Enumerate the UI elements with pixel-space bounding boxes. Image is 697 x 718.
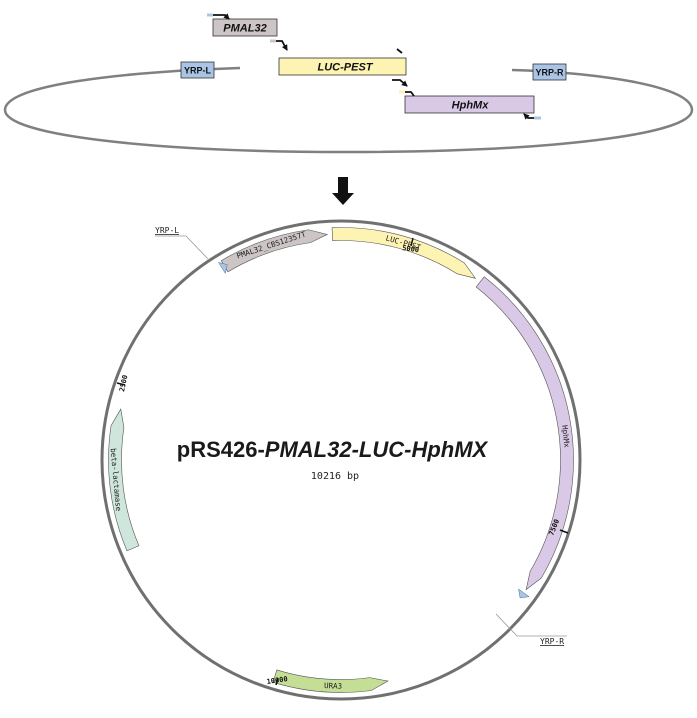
yrp-l-callout-label: YRP-L: [155, 226, 179, 235]
forward-primer-arrow-icon: [405, 91, 415, 97]
pmal32-fragment-label: PMAL32: [223, 23, 266, 35]
ura3-feature-arc: [272, 669, 389, 693]
tick-label-10000: 10000: [266, 675, 288, 686]
hphmx-fragment: HphMx: [399, 90, 541, 120]
forward-primer-arrow-icon: [392, 79, 408, 87]
yrp-l-label: YRP-L: [184, 66, 212, 76]
pmal32-feature-arc: [220, 229, 329, 273]
yrp-r-arm: YRP-R: [532, 63, 567, 81]
yrp-r-label: YRP-R: [535, 68, 564, 78]
primer-arrow-icon: [396, 48, 403, 54]
luc-pest-fragment-label: LUC-PEST: [318, 62, 374, 74]
plasmid-title-italic: PMAL32-LUC-HphMX: [265, 437, 489, 462]
tick-5000: [410, 237, 414, 247]
hphmx-feature-arc: [475, 276, 574, 591]
vector-backbone: [3, 66, 694, 154]
reverse-primer-arrow-icon: [276, 40, 288, 51]
yrp-r-marker: [518, 588, 530, 599]
luc-pest-feature: LUC-PEST: [331, 227, 477, 279]
down-arrow-icon: [332, 177, 354, 205]
hphmx-fragment-label: HphMx: [452, 100, 490, 112]
yrp-l-arm: YRP-L: [180, 61, 215, 79]
ura3-feature: URA3: [272, 669, 389, 693]
yrp-l-callout: YRP-L: [155, 226, 210, 261]
reverse-primer-arrow-icon: [523, 113, 534, 120]
plasmid-backbone: [100, 219, 582, 701]
tick-label-2500: 2500: [118, 374, 129, 392]
tick-label-5000: 5000: [402, 244, 420, 254]
tick-2500: [116, 382, 126, 386]
yrp-r-callout: YRP-R: [495, 613, 567, 646]
pmal32-feature: PMAL32_CBS12357T: [220, 229, 329, 273]
recombination-schematic: YRP-L YRP-R PMAL32 LUC-PEST H: [3, 13, 694, 154]
hphmx-feature-label: HphMx: [560, 425, 571, 449]
tick-10000: [275, 677, 279, 686]
tick-7500: [559, 529, 569, 534]
hphmx-feature: HphMx: [475, 276, 574, 591]
plasmid-title-prefix: pRS426-: [177, 437, 265, 462]
pmal32-fragment: PMAL32: [207, 13, 288, 51]
forward-primer-arrow-icon: [213, 13, 230, 20]
beta-lactamase-feature: beta-lactamase: [108, 408, 140, 552]
ura3-feature-label: URA3: [324, 681, 342, 691]
yrp-r-callout-label: YRP-R: [540, 637, 564, 646]
luc-pest-feature-arc: [331, 227, 477, 279]
plasmid-title: pRS426-PMAL32-LUC-HphMX: [177, 437, 489, 462]
beta-lactamase-feature-arc: [108, 408, 140, 552]
luc-pest-fragment: LUC-PEST: [278, 48, 408, 87]
yrp-l-marker: [217, 262, 228, 275]
plasmid-size: 10216 bp: [311, 471, 359, 482]
